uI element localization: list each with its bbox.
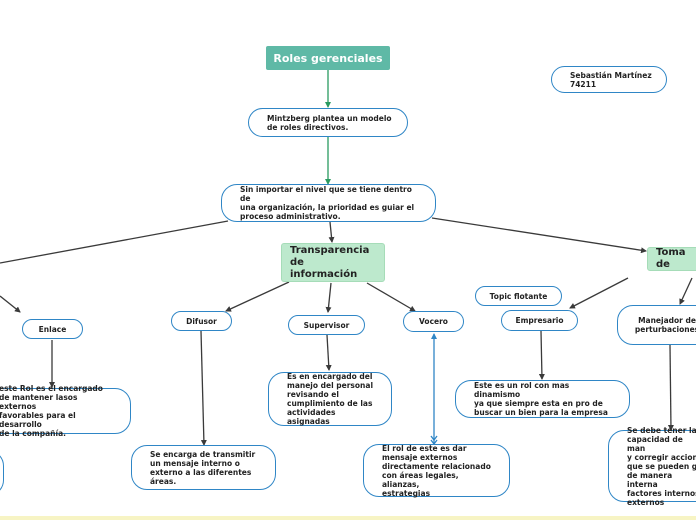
- blue-link: [430, 333, 438, 446]
- link-central-left: [0, 220, 229, 264]
- manejador-desc-node[interactable]: Se debe tener la capacidad de man y corr…: [608, 426, 696, 507]
- link-transparencia-difusor: [225, 281, 290, 312]
- difusor-desc-node[interactable]: Se encarga de transmitir un mensaje inte…: [131, 445, 276, 490]
- link-supervisor-desc: [325, 334, 332, 371]
- topic-flotante-node[interactable]: Topic flotante: [475, 286, 562, 306]
- link-central-toma: [431, 217, 647, 254]
- author-node[interactable]: Sebastián Martínez 74211: [551, 66, 667, 93]
- link-toma-empresario: [569, 277, 629, 309]
- link-empresario-desc: [538, 330, 545, 380]
- vocero-node[interactable]: Vocero: [403, 311, 464, 332]
- link-transparencia-vocero: [366, 282, 416, 312]
- link-left-enlace: [0, 295, 21, 313]
- link-transparencia-supervisor: [325, 282, 332, 313]
- link-toma-manejador: [679, 277, 693, 305]
- link-central-transparencia: [328, 221, 335, 243]
- topic-toma-de-decisiones[interactable]: Toma de: [647, 247, 696, 271]
- bottom-scroll-strip: [0, 516, 696, 520]
- manejador-node[interactable]: Manejador de perturbaciones: [617, 305, 696, 345]
- topic-transparencia[interactable]: Transparencia de información: [281, 243, 385, 282]
- supervisor-desc-node[interactable]: Es en encargado del manejo del personal …: [268, 372, 392, 426]
- supervisor-node[interactable]: Supervisor: [288, 315, 365, 335]
- central-node[interactable]: Sin importar el nivel que se tiene dentr…: [221, 184, 436, 222]
- link-manejador-desc: [667, 344, 674, 431]
- link-difusor-desc: [200, 330, 207, 446]
- difusor-node[interactable]: Difusor: [171, 311, 232, 331]
- enlace-desc-node[interactable]: este Rol es el encargado de mantener las…: [0, 384, 131, 438]
- empresario-node[interactable]: Empresario: [501, 310, 578, 331]
- intro-node[interactable]: Mintzberg plantea un modelo de roles dir…: [248, 108, 408, 137]
- map-title[interactable]: Roles gerenciales: [266, 46, 390, 70]
- empresario-desc-node[interactable]: Este es un rol con mas dinamismo ya que …: [455, 380, 630, 418]
- enlace-node[interactable]: Enlace: [22, 319, 83, 339]
- dark-links: [0, 217, 693, 446]
- vocero-desc-node[interactable]: El rol de este es dar mensaje externos d…: [363, 444, 510, 498]
